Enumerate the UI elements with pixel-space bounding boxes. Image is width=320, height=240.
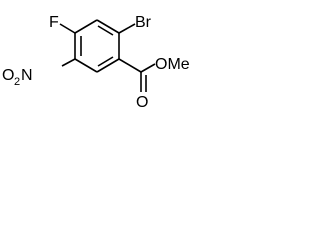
bond-c-n [61,58,76,67]
ring-bond-c1-c2 [74,19,98,34]
ring-bond-c5-c6 [74,58,98,73]
nitro-oxygen-subscript: 2 [14,76,20,88]
bond-ring-carbonyl-carbon [118,58,142,73]
nitro-oxygen-label: O [2,67,14,84]
ring-double-bond-inner [97,25,114,36]
bond-c-br [118,23,136,34]
carbonyl-oxygen-label: O [136,94,148,111]
ring-double-bond-inner [97,56,114,67]
ring-bond-c2-c3 [96,19,120,34]
methoxy-label: OMe [155,56,190,73]
fluorine-label: F [49,14,59,31]
nitro-label: O 2 N [2,67,33,88]
bond-c-f [59,23,76,34]
ring-bond-c4-c5 [96,58,120,73]
benzene-ring [74,19,120,73]
bromine-label: Br [135,14,152,31]
molecule-structure: F Br O 2 N O OMe [2,14,190,111]
bond-carbonyl-ester-oxygen [140,63,156,73]
nitro-nitrogen-label: N [21,67,33,84]
